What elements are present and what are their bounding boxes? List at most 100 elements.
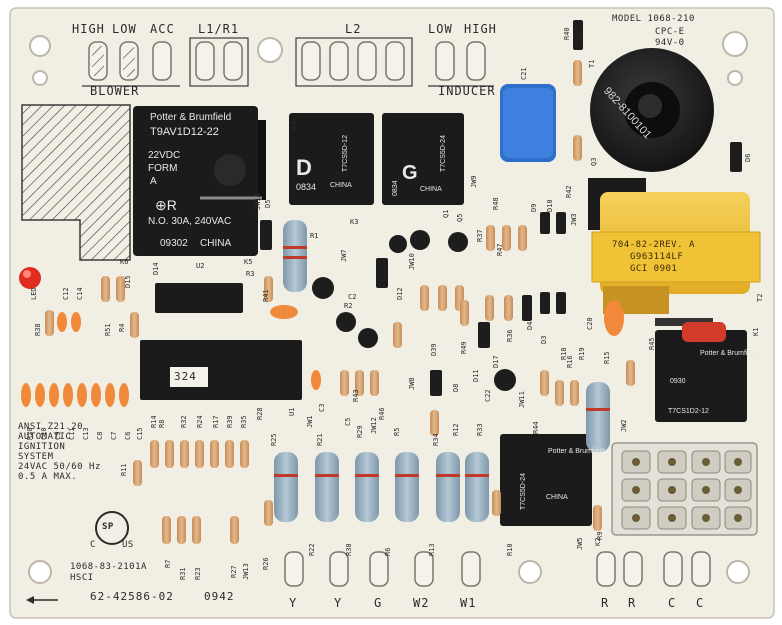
ref-d12: D12 (396, 287, 404, 300)
ref-r29: R29 (356, 425, 364, 438)
ref-r27: R27 (230, 565, 238, 578)
ref-jw8: JW8 (408, 377, 416, 390)
ref-t2: T2 (756, 293, 764, 302)
ref-r2: R2 (344, 302, 353, 310)
ref-r51: R51 (104, 323, 112, 336)
label-blower: BLOWER (90, 84, 140, 98)
ref-jw2: JW2 (620, 419, 628, 432)
label-blower-high: HIGH (72, 22, 105, 36)
power-resistors (274, 220, 610, 522)
ref-r1: R1 (310, 232, 319, 240)
ref-r32: R32 (180, 415, 188, 428)
ref-r37: R37 (476, 229, 484, 242)
terminal-label-g: G (374, 596, 383, 610)
ref-r5: R5 (393, 427, 401, 436)
ref-c2: C2 (348, 293, 357, 301)
cert-left: C (90, 540, 96, 550)
ref-r40: R40 (563, 27, 571, 40)
ref-r10: R10 (506, 543, 514, 556)
info-line: SYSTEM (18, 452, 54, 462)
ref-u1: U1 (288, 407, 296, 416)
ref-t1: T1 (588, 59, 596, 68)
relay-d-part: T7CS5D-12 (342, 135, 349, 172)
info-line: 0.5 A MAX. (18, 472, 78, 482)
ref-q1: Q1 (442, 209, 450, 218)
semiconductors (260, 20, 742, 396)
ref-r47: R47 (496, 243, 504, 256)
svg-text:⊕R: ⊕R (155, 197, 177, 213)
ref-d4: D4 (526, 321, 534, 330)
relay-k2-origin: CHINA (546, 494, 568, 501)
ref-c6: C6 (124, 431, 132, 440)
rating-label: 94V-0 (655, 38, 685, 48)
relay-k6-code: 09302 (160, 238, 188, 249)
relay-k6-brand: Potter & Brumfield (150, 112, 232, 123)
ref-c21: C21 (520, 67, 528, 80)
ref-d39: D39 (430, 343, 438, 356)
ref-c13: C13 (82, 427, 90, 440)
ic-u2 (155, 283, 243, 313)
ref-r14: R14 (150, 415, 158, 428)
label-l2: L2 (345, 22, 362, 36)
ref-k6: K6 (120, 258, 129, 266)
date-code: 0942 (204, 590, 235, 603)
ref-r15: R15 (603, 351, 611, 364)
ref-d3: D3 (540, 335, 548, 344)
board-id-line1: 1068-83-2101A (70, 562, 147, 572)
ref-r36: R36 (506, 329, 514, 342)
transformer-t2 (588, 178, 761, 326)
ref-r7: R7 (164, 559, 172, 568)
ref-jw5: JW5 (576, 537, 584, 550)
terminal-label-r1: R (601, 596, 610, 610)
terminal-label-w1: W1 (460, 596, 477, 610)
relay-k1-code: 0930 (670, 378, 686, 385)
relay-k6-voltage: 22VDC (148, 150, 181, 161)
ref-jw1: JW1 (306, 415, 314, 428)
ref-r12: R12 (452, 423, 460, 436)
ref-c20: C20 (586, 317, 594, 330)
relay-k1-brand: Potter & Brumfield (700, 350, 757, 357)
relay-d-letter: D (296, 155, 312, 180)
terminal-label-y2: Y (334, 596, 343, 610)
info-line: 24VAC 50/60 Hz (18, 462, 101, 472)
ref-r4: R4 (118, 323, 126, 332)
ref-d11: D11 (472, 369, 480, 382)
ref-r31: R31 (179, 567, 187, 580)
ref-r44: R44 (532, 421, 540, 434)
transformer-line3: GCI 0901 (630, 264, 678, 274)
ref-r38: R38 (34, 323, 42, 336)
relay-k6-origin: CHINA (200, 238, 232, 249)
ref-q3: Q3 (590, 157, 598, 166)
ref-r21: R21 (316, 433, 324, 446)
ref-c8: C8 (96, 431, 104, 440)
ref-jw12: JW12 (370, 417, 378, 434)
terminal-label-c1: C (668, 596, 677, 610)
pressure-sensor (590, 48, 714, 172)
relay-k6-form-value: A (150, 176, 157, 187)
ref-r43: R43 (352, 389, 360, 402)
capacitor-c21 (500, 84, 556, 162)
ref-u2: U2 (196, 262, 205, 270)
terminal-label-c2: C (696, 596, 705, 610)
ref-c22: C22 (484, 389, 492, 402)
relay-g-code: 0834 (392, 180, 399, 196)
ref-c7: C7 (110, 431, 118, 440)
cert-logo: SP (102, 522, 114, 532)
mounting-holes (28, 31, 750, 584)
ref-d6: D6 (744, 153, 752, 162)
relay-k2-part: T7CS5D-24 (520, 473, 527, 510)
ref-r17: R17 (212, 415, 220, 428)
ref-d10: D10 (546, 199, 554, 212)
ref-d7: D7 (576, 31, 584, 40)
ref-c11: C11 (68, 427, 76, 440)
molex-connector (611, 442, 758, 536)
top-terminals (82, 37, 494, 87)
ref-d14: D14 (152, 262, 160, 275)
certification-mark (95, 511, 129, 545)
model-number: MODEL 1068-210 (612, 14, 695, 24)
relay-g-letter: G (402, 162, 418, 184)
cert-right: US (122, 540, 134, 550)
ref-r19: R19 (578, 347, 586, 360)
relay-k1 (655, 322, 747, 422)
